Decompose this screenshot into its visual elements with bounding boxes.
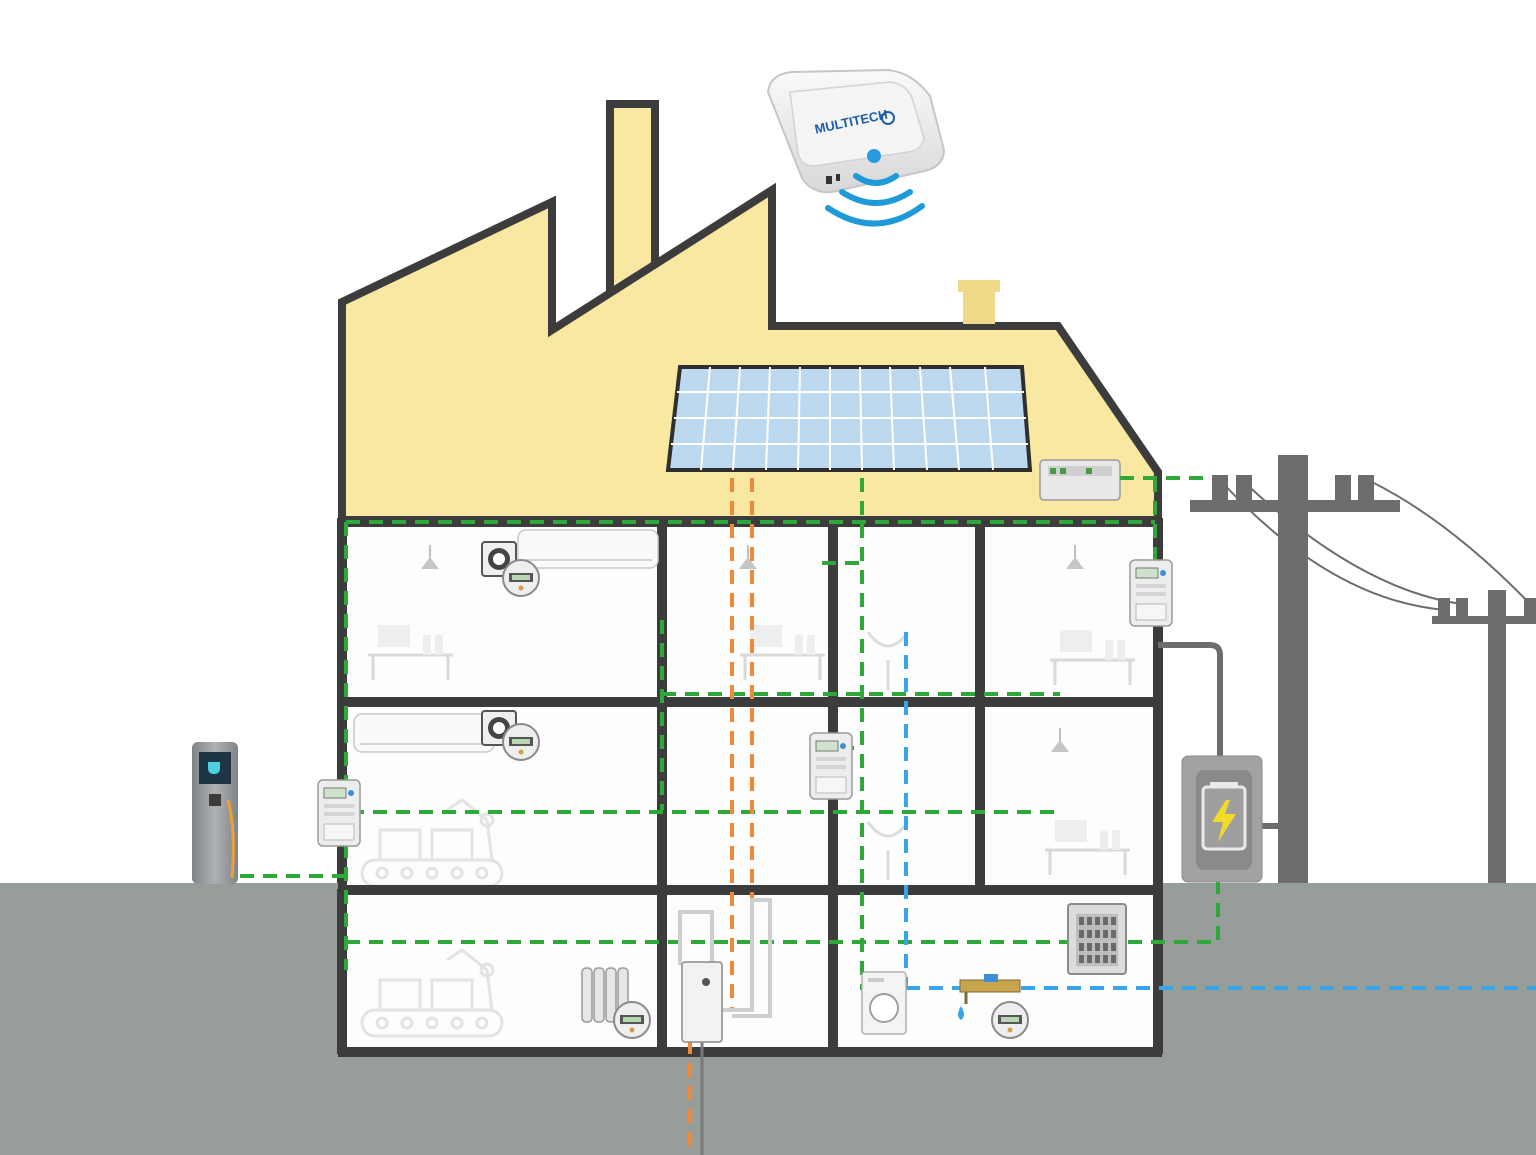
inverter-icon xyxy=(1039,459,1121,501)
heat-meter-icon xyxy=(502,723,540,761)
water-meter-icon xyxy=(991,1001,1029,1039)
utility-pole-icon xyxy=(1190,455,1536,885)
air-conditioner-icon xyxy=(353,713,495,753)
ev-charger-icon xyxy=(192,742,238,884)
electricity-meter-icon xyxy=(317,779,361,847)
roof-vent-top xyxy=(958,280,1000,292)
air-conditioner-icon xyxy=(517,529,659,569)
boiler-pipes xyxy=(678,898,772,1155)
gateway-icon: MULTITECH xyxy=(766,68,946,194)
water-meter-icon xyxy=(959,974,1021,1004)
boiler-icon xyxy=(681,961,723,1043)
washing-machine-icon xyxy=(861,971,907,1035)
solar-panel-icon xyxy=(665,365,1033,472)
battery-storage-icon xyxy=(1181,755,1263,883)
electricity-meter-icon xyxy=(1129,559,1173,627)
roof-vent xyxy=(963,292,995,324)
heat-meter-icon xyxy=(613,1001,651,1039)
heat-meter-icon xyxy=(502,559,540,597)
grid-cable xyxy=(1158,642,1282,829)
electric-lines xyxy=(240,476,1220,990)
water-drop-icon xyxy=(958,1006,964,1020)
breaker-panel-icon xyxy=(1067,903,1127,975)
wireless-signal-icon xyxy=(825,173,925,227)
electricity-meter-icon xyxy=(809,732,853,800)
